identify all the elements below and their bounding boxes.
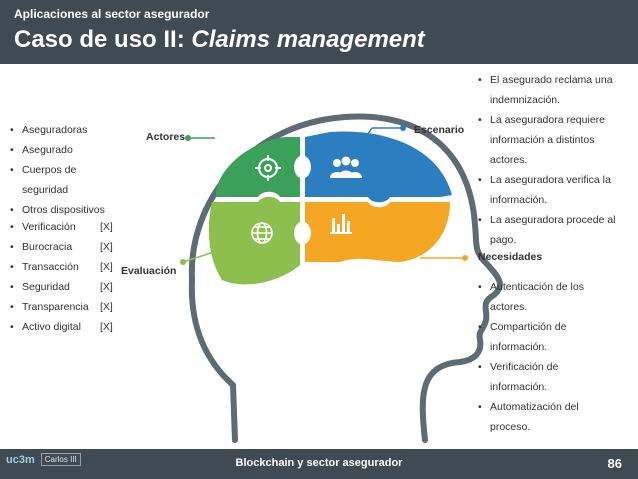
globe-icon (251, 222, 273, 244)
label-actores: Actores (146, 131, 186, 143)
connector-evaluacion (180, 249, 221, 265)
title-emphasis: Claims management (191, 26, 425, 53)
target-icon (255, 155, 281, 181)
necesidades-list: Autenticación de los actores. Compartici… (478, 277, 608, 437)
footer-bar: uc3m Carlos III Blockchain y sector aseg… (0, 449, 638, 479)
list-item: Verificación de información. (478, 357, 608, 397)
footer-logos: uc3m Carlos III (6, 453, 81, 466)
list-item: Seguridad[X] (10, 277, 130, 297)
list-item: Cuerpos de seguridad (10, 160, 112, 200)
list-item: El asegurado reclama una indemnización. (478, 70, 623, 110)
list-item: Aseguradoras (10, 120, 130, 140)
evaluacion-list: Verificación[X] Burocracia[X] Transacció… (10, 217, 130, 337)
puzzle-blue (305, 131, 452, 203)
list-item: La aseguradora requiere información a di… (478, 110, 623, 170)
puzzle-green-dark (216, 137, 300, 197)
title-prefix: Caso de uso II: (14, 26, 192, 53)
list-item: La aseguradora verifica la información. (478, 170, 623, 210)
list-item: Asegurado (10, 140, 130, 160)
header-bar: Aplicaciones al sector asegurador Caso d… (0, 0, 638, 64)
list-item: Otros dispositivos (10, 200, 130, 220)
list-item: Compartición de información. (478, 317, 608, 357)
connector-necesidades (420, 255, 468, 261)
section-subtitle: Aplicaciones al sector asegurador (14, 7, 210, 21)
puzzle-orange (305, 202, 450, 262)
list-item: Burocracia[X] (10, 237, 130, 257)
label-necesidades: Necesidades (478, 251, 543, 263)
actores-list: Aseguradoras Asegurado Cuerpos de seguri… (10, 120, 130, 220)
connector-escenario (359, 125, 406, 146)
page-number: 86 (607, 456, 622, 471)
label-evaluacion: Evaluación (121, 265, 177, 277)
list-item: Activo digital[X] (10, 317, 130, 337)
list-item: Autenticación de los actores. (478, 277, 608, 317)
page-title: Caso de uso II: Claims management (14, 26, 425, 54)
people-icon (330, 156, 362, 178)
list-item: La aseguradora procede al pago. (478, 210, 623, 250)
connector-actores (185, 135, 215, 141)
label-escenario: Escenario (414, 124, 465, 136)
list-item: Transacción[X] (10, 257, 130, 277)
uc3m-logo: uc3m (6, 453, 35, 466)
bar-chart-icon (330, 214, 352, 234)
carlos-iii-logo: Carlos III (40, 453, 81, 466)
list-item: Transparencia[X] (10, 297, 130, 317)
footer-title: Blockchain y sector asegurador (235, 457, 403, 469)
puzzle-green-light (208, 196, 300, 285)
escenario-list: El asegurado reclama una indemnización. … (478, 70, 623, 250)
list-item: Verificación[X] (10, 217, 130, 237)
head-outline (188, 113, 503, 443)
list-item: Automatización del proceso. (478, 397, 608, 437)
